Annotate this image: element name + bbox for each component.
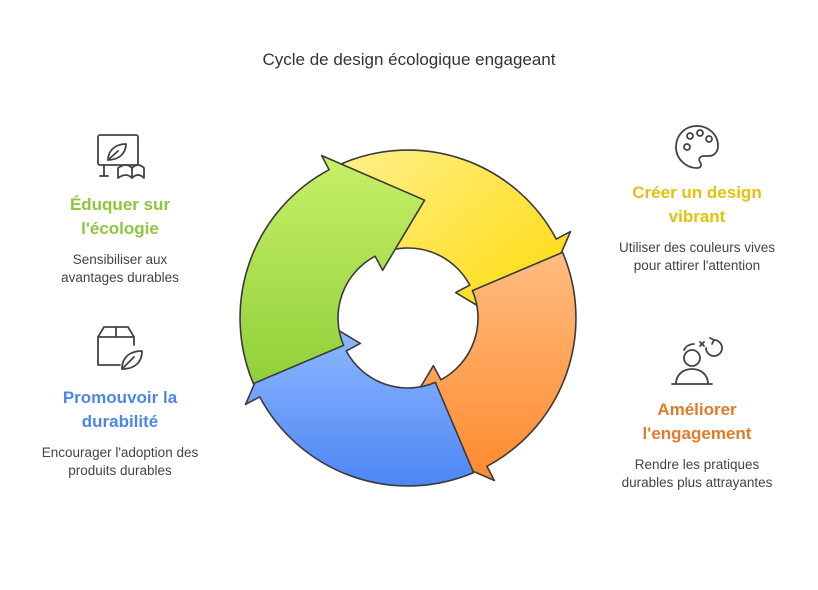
arrow-green: [239, 154, 426, 385]
step-promote-description: Encourager l'adoption des produits durab…: [41, 445, 199, 478]
step-educate-description: Sensibiliser aux avantages durables: [61, 252, 179, 285]
step-improve-description: Rendre les pratiques durables plus attra…: [621, 457, 773, 490]
palette-icon: [675, 125, 719, 169]
diagram-title: Cycle de design écologique engageant: [262, 50, 556, 69]
step-educate: Éduquer sur l'écologie Sensibiliser aux …: [40, 193, 200, 287]
cycle-diagram: [239, 149, 577, 487]
step-improve-heading: Améliorer l'engagement: [642, 400, 752, 443]
step-create-heading: Créer un design vibrant: [632, 183, 762, 226]
step-create: Créer un design vibrant Utiliser des cou…: [612, 181, 782, 275]
step-improve: Améliorer l'engagement Rendre les pratiq…: [612, 398, 782, 492]
step-promote-heading: Promouvoir la durabilité: [62, 388, 178, 431]
person-refresh-icon: [671, 337, 723, 385]
step-educate-heading: Éduquer sur l'écologie: [69, 195, 171, 238]
step-promote: Promouvoir la durabilité Encourager l'ad…: [40, 386, 200, 480]
step-create-description: Utiliser des couleurs vives pour attirer…: [618, 240, 776, 273]
box-leaf-icon: [97, 326, 143, 370]
screen-leaf-book-icon: [97, 134, 145, 179]
